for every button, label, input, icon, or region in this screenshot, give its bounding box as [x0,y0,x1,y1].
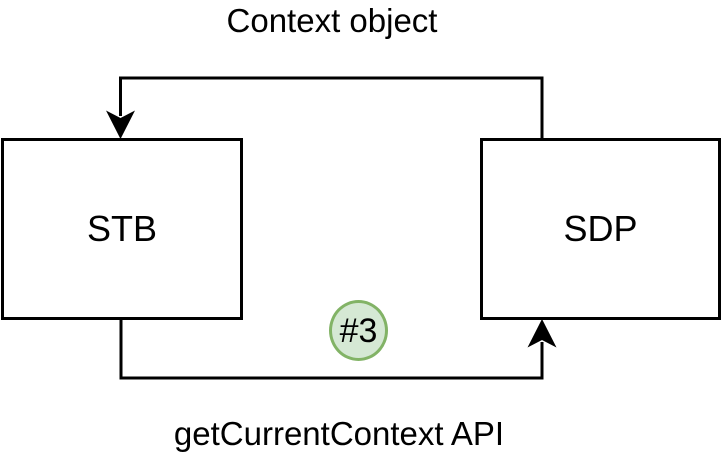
sdp-node-label: SDP [563,208,638,249]
step-3-badge-label: #3 [339,311,378,350]
sdp-node: SDP [480,138,721,320]
arrowhead-into-stb-icon [106,110,135,139]
step-3-badge: #3 [329,300,388,361]
context-object-label: Context object [226,2,438,39]
stb-node-label: STB [86,208,157,249]
arrowhead-into-sdp-icon [527,319,557,348]
stb-node: STB [1,138,243,320]
context-object-connector-line [119,76,544,139]
get-current-context-label: getCurrentContext API [173,415,505,452]
